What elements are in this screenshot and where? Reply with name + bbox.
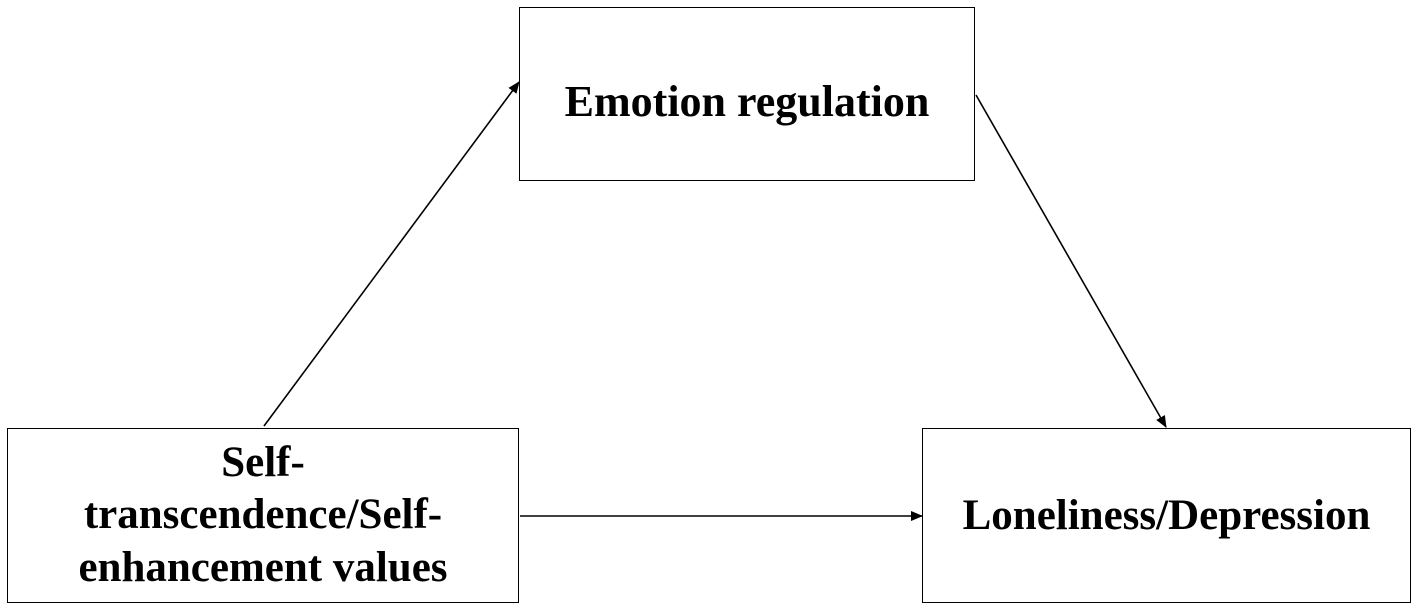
predictor-box: Self- transcendence/Self- enhancement va… [7, 428, 519, 603]
outcome-label: Loneliness/Depression [962, 491, 1371, 539]
predictor-label-line-1: Self- [221, 438, 305, 486]
predictor-label-line-3: enhancement values [78, 543, 448, 591]
outcome-box: Loneliness/Depression [922, 428, 1411, 603]
mediator-box: Emotion regulation [519, 7, 975, 181]
predictor-label: Self- transcendence/Self- enhancement va… [68, 437, 457, 594]
arrow-predictor-to-mediator [263, 81, 520, 427]
arrow-mediator-to-outcome [975, 94, 1167, 428]
predictor-label-line-2: transcendence/Self- [83, 491, 443, 539]
mediator-label: Emotion regulation [564, 77, 930, 126]
